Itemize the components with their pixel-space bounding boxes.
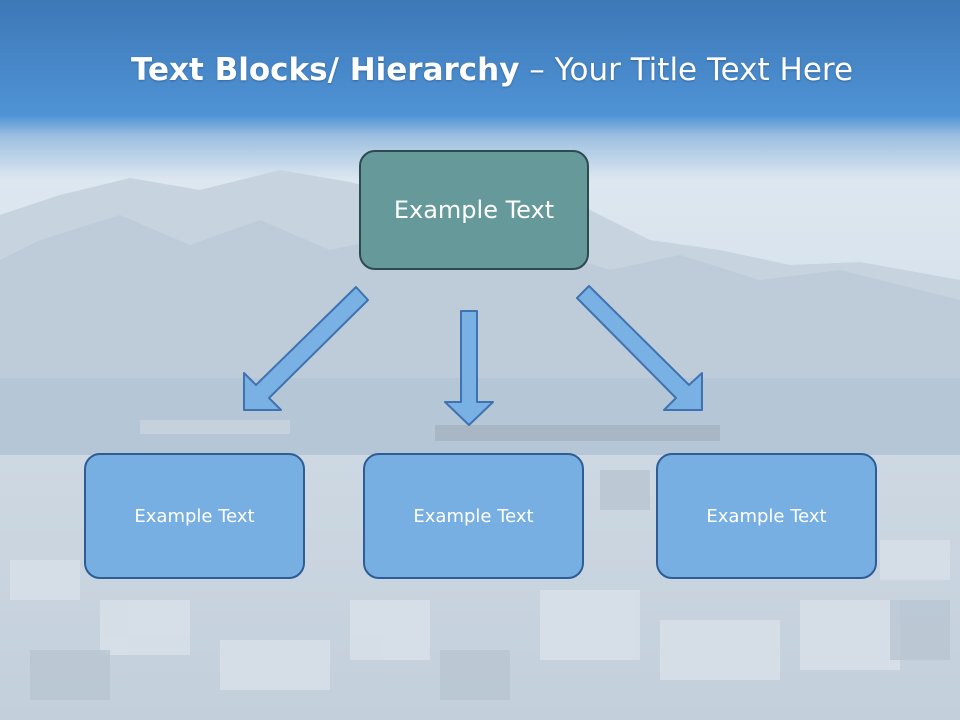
child-text-label: Example Text	[134, 505, 255, 527]
arrow-left	[243, 286, 369, 411]
root-text-block[interactable]: Example Text	[359, 150, 589, 270]
child-text-block-3[interactable]: Example Text	[656, 453, 877, 579]
title-bold-part: Text Blocks/ Hierarchy	[130, 52, 520, 88]
title-rest-part: – Your Title Text Here	[519, 52, 854, 88]
slide-title: Text Blocks/ Hierarchy – Your Title Text…	[0, 52, 960, 88]
arrow-right	[576, 285, 703, 411]
root-text-label: Example Text	[393, 196, 555, 224]
child-text-label: Example Text	[413, 505, 534, 527]
arrow-center	[444, 310, 494, 426]
child-text-block-2[interactable]: Example Text	[363, 453, 584, 579]
child-text-block-1[interactable]: Example Text	[84, 453, 305, 579]
child-text-label: Example Text	[706, 505, 827, 527]
